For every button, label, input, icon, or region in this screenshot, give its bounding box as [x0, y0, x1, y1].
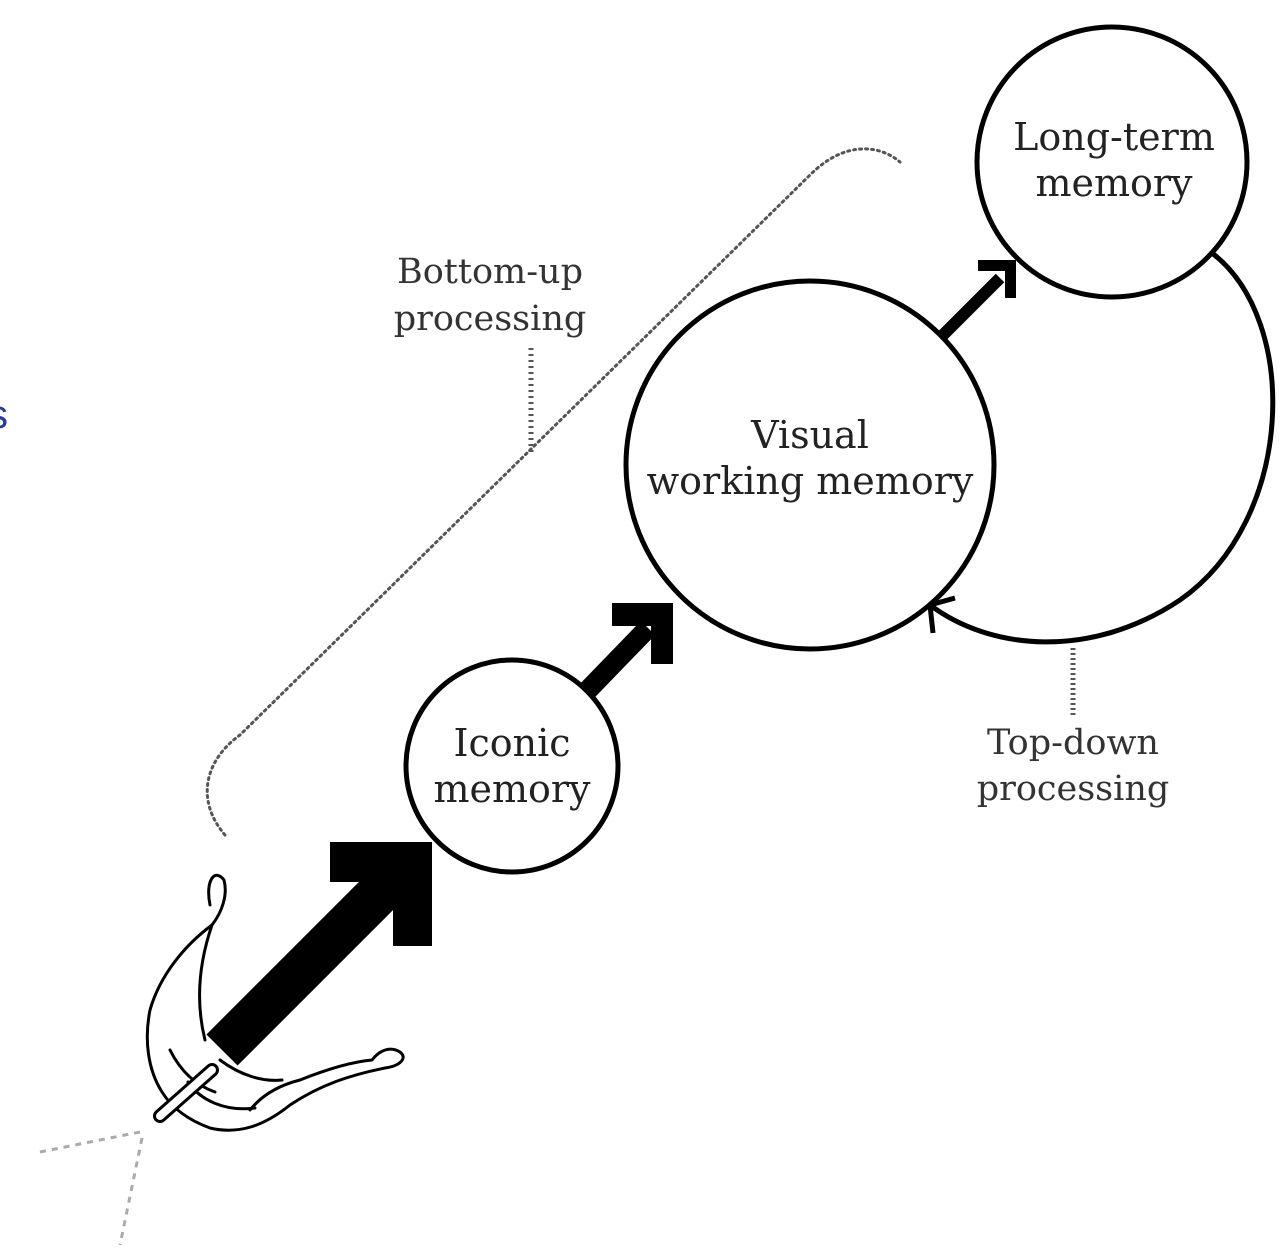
iconic-memory-label-line1: Iconic [453, 721, 570, 765]
bottom-up-label-line2: processing [394, 299, 587, 339]
iconic-memory-label-line2: memory [433, 767, 591, 811]
long-term-memory-label-line1: Long-term [1013, 115, 1215, 159]
visual-working-memory-label-line2: working memory [647, 459, 974, 503]
pencil-icon [153, 1063, 219, 1123]
visual-working-memory-node [623, 278, 997, 652]
bottom-up-bracket [205, 147, 902, 837]
top-down-label-line1: Top-down [987, 723, 1159, 763]
arrow-retina-to-iconic [206, 842, 432, 1066]
top-down-label-line2: processing [977, 769, 1170, 809]
long-term-memory-node [974, 24, 1250, 300]
iconic-memory-node [403, 657, 621, 875]
arrow-iconic-to-visual [580, 603, 673, 697]
arrow-visual-to-longterm [935, 260, 1016, 343]
top-down-loop [928, 251, 1276, 645]
long-term-memory-label-line2: memory [1035, 161, 1193, 205]
sight-lines [39, 1130, 144, 1246]
visual-working-memory-label-line1: Visual [750, 413, 869, 457]
edge-text-fragment: s [0, 393, 8, 437]
bottom-up-label-line1: Bottom-up [397, 252, 583, 292]
